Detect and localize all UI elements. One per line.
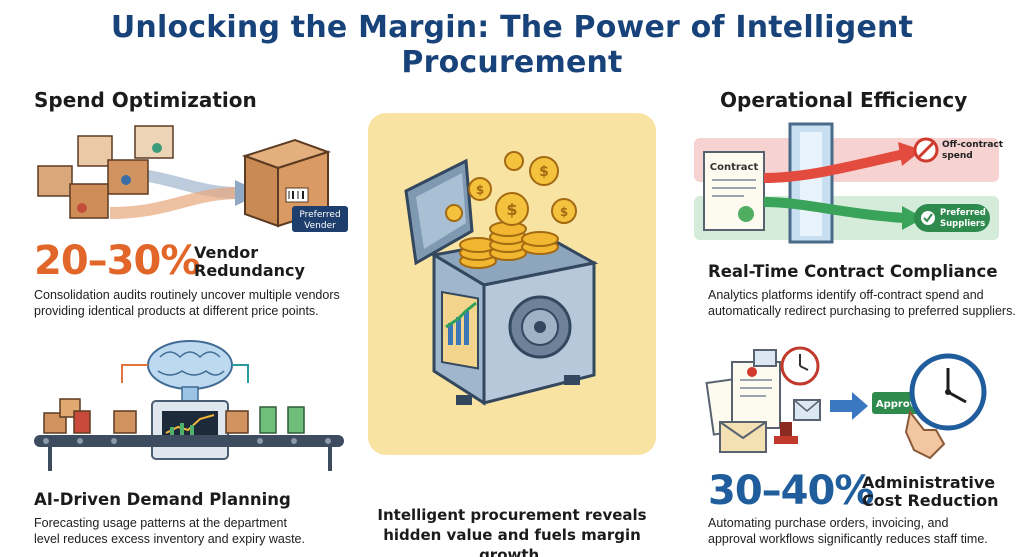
automation-illustration: Approved <box>700 340 1000 465</box>
off-contract-label-line1: Off-contract <box>942 140 1004 150</box>
page-title: Unlocking the Margin: The Power of Intel… <box>110 10 914 80</box>
vendor-consolidation-illustration: Preferred Vender <box>30 118 360 238</box>
contract-compliance-desc-line1: Analytics platforms identify off-contrac… <box>708 288 984 302</box>
preferred-vendor-tag-line2: Vender <box>304 221 336 231</box>
center-caption-line1: Intelligent procurement reveals <box>377 506 647 524</box>
contract-compliance-illustration: Contract Off-contract spend Preferred Su… <box>694 118 1014 250</box>
svg-text:$: $ <box>506 200 517 219</box>
contract-label: Contract <box>710 162 759 173</box>
admin-cost-label-line1: Administrative <box>862 473 996 492</box>
contract-compliance-heading: Real-Time Contract Compliance <box>708 262 998 281</box>
admin-cost-stat: 30–40% <box>708 468 874 514</box>
demand-planning-desc-line2: level reduces excess inventory and expir… <box>34 532 305 546</box>
vendor-redundancy-desc-line2: providing identical products at differen… <box>34 304 319 318</box>
preferred-suppliers-label-line1: Preferred <box>940 208 986 218</box>
small-box-icon <box>37 125 174 219</box>
admin-cost-desc-line1: Automating purchase orders, invoicing, a… <box>708 516 949 530</box>
demand-planning-heading: AI-Driven Demand Planning <box>34 490 291 509</box>
svg-text:$: $ <box>560 205 568 219</box>
off-contract-label-line2: spend <box>942 151 973 161</box>
contract-compliance-desc-line2: automatically redirect purchasing to pre… <box>708 304 1016 318</box>
svg-text:$: $ <box>539 164 549 180</box>
margin-vault-illustration: $ $ $ $ <box>368 113 656 455</box>
svg-text:$: $ <box>476 183 484 197</box>
spend-optimization-heading: Spend Optimization <box>34 88 257 112</box>
preferred-suppliers-label-line2: Suppliers <box>940 219 985 229</box>
vendor-redundancy-stat: 20–30% <box>34 238 200 284</box>
preferred-vendor-tag-line1: Preferred <box>299 210 340 220</box>
demand-planning-illustration <box>30 335 350 475</box>
vendor-redundancy-label-line1: Vendor <box>194 243 259 262</box>
demand-planning-desc-line1: Forecasting usage patterns at the depart… <box>34 516 287 530</box>
center-caption-line2: hidden value and fuels margin growth. <box>383 526 641 557</box>
center-caption: Intelligent procurement reveals hidden v… <box>352 505 672 557</box>
admin-cost-label-line2: Cost Reduction <box>862 491 999 510</box>
vendor-redundancy-label-line2: Redundancy <box>194 261 305 280</box>
ai-brain-icon <box>147 340 233 402</box>
admin-cost-desc-line2: approval workflows significantly reduces… <box>708 532 988 546</box>
vendor-redundancy-desc-line1: Consolidation audits routinely uncover m… <box>34 288 340 302</box>
operational-efficiency-heading: Operational Efficiency <box>720 88 968 112</box>
approved-label: Approved <box>876 399 930 410</box>
